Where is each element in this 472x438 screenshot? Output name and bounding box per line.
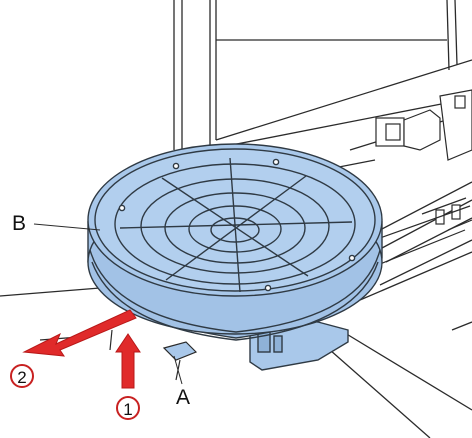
turntable [87,143,383,371]
pull-out-arrow-icon [22,309,137,357]
step-1-badge: 1 [116,396,140,420]
label-b-leader [33,223,101,231]
drive-mechanism [375,89,472,231]
label-a: A [176,386,191,409]
label-b: B [12,212,27,235]
label-a-leader [173,355,183,385]
step-2-badge: 2 [10,364,34,388]
up-arrow-icon [115,333,141,389]
